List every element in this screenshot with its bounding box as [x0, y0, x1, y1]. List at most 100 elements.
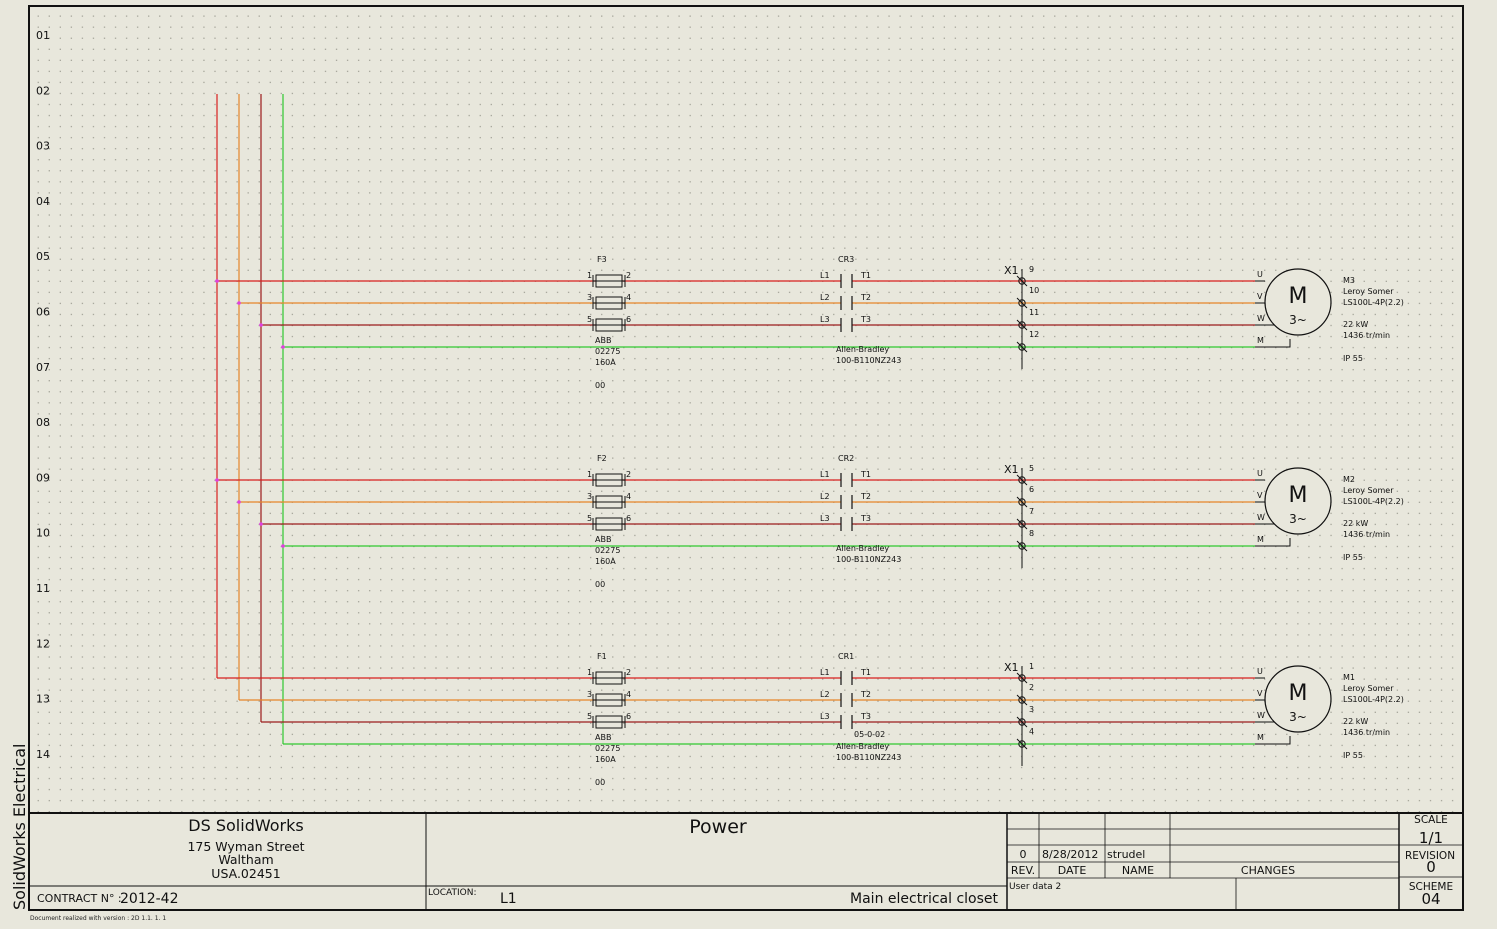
sheet-title: Power [689, 816, 747, 838]
fuse-rating: 160A [595, 358, 616, 367]
terminal-slash [1016, 297, 1028, 309]
contactor-input-label: L1 [820, 271, 830, 280]
terminal-clamp [1018, 299, 1026, 307]
contactor-output-label: T1 [860, 470, 871, 479]
fuse-maker: ABB [595, 535, 611, 544]
contactor-tag: CR2 [838, 454, 854, 463]
motor-terminal-label: W [1257, 513, 1265, 522]
fuse-rating: 160A [595, 755, 616, 764]
motor-power: 22 kW [1343, 717, 1368, 726]
contactor-note: 05-0-02 [854, 730, 885, 739]
fuse-tag: F3 [597, 255, 607, 264]
contactor-maker: Allen-Bradley [836, 544, 889, 553]
terminal-clamp [1018, 321, 1026, 329]
fuse-pin-label: 2 [626, 470, 631, 479]
contact-gap [841, 296, 852, 310]
company-name: DS SolidWorks [188, 816, 303, 835]
scheme-label: SCHEME [1409, 881, 1453, 893]
date-header: DATE [1058, 864, 1087, 877]
motor-lead [1255, 339, 1291, 348]
terminal-number: 10 [1029, 286, 1039, 295]
terminal-clamp [1018, 696, 1026, 704]
dot-grid [29, 6, 1463, 812]
row-label-04: 04 [36, 195, 50, 208]
fuse-maker: ABB [595, 336, 611, 345]
row-label-06: 06 [36, 306, 50, 319]
contactor-input-label: L1 [820, 668, 830, 677]
contactor-input-label: L2 [820, 293, 830, 302]
contactor-reference: 100-B110NZ243 [836, 753, 901, 762]
terminal-clamp [1018, 498, 1026, 506]
motor-terminal-label: U [1257, 469, 1263, 478]
motor-letter: M [1289, 483, 1308, 508]
terminal-tag: X1 [1004, 661, 1019, 674]
user-data-label: User data 2 [1009, 882, 1061, 892]
motor-letter: M [1289, 681, 1308, 706]
terminal-number: 9 [1029, 265, 1034, 274]
contact-gap [841, 473, 852, 487]
fuse-reference: 02275 [595, 347, 620, 356]
company-zip: USA.02451 [211, 866, 280, 881]
terminal-clamp [1018, 343, 1026, 351]
contactor-input-label: L3 [820, 514, 830, 523]
motor-protection: IP 55 [1343, 553, 1363, 562]
motor-protection: IP 55 [1343, 751, 1363, 760]
junction-dot [237, 500, 241, 504]
contactor-input-label: L2 [820, 492, 830, 501]
motor-lead [1255, 538, 1291, 547]
motor-terminal-label: M [1257, 733, 1264, 742]
fuse-pin-label: 6 [626, 514, 631, 523]
fuse-reference: 02275 [595, 744, 620, 753]
motor-tag: M1 [1343, 673, 1355, 682]
fuse-rating: 160A [595, 557, 616, 566]
footer-version-note: Document realized with version : 2D 1.1.… [30, 915, 167, 922]
terminal-slash [1016, 694, 1028, 706]
terminal-slash [1016, 341, 1028, 353]
motor-terminal-label: M [1257, 336, 1264, 345]
motor-maker: Leroy Somer [1343, 287, 1394, 296]
terminal-clamp [1018, 520, 1026, 528]
terminal-number: 7 [1029, 507, 1034, 516]
motor-symbol [1264, 665, 1332, 733]
contact-gap [841, 318, 852, 332]
software-brand-vertical: SolidWorks Electrical [10, 744, 29, 910]
terminal-clamp [1018, 277, 1026, 285]
terminal-slash [1016, 672, 1028, 684]
revision-row-name: strudel [1107, 848, 1145, 861]
location-label: LOCATION: [428, 888, 477, 898]
contactor-output-label: T2 [860, 690, 871, 699]
contactor-maker: Allen-Bradley [836, 345, 889, 354]
terminal-number: 3 [1029, 705, 1034, 714]
fuse-pin-label: 5 [587, 514, 592, 523]
motor-speed: 1436 tr/min [1343, 530, 1390, 539]
scale-label: SCALE [1414, 814, 1448, 826]
title-block-text: DS SolidWorks 175 Wyman Street Waltham U… [37, 814, 1455, 908]
fuse-pin-label: 6 [626, 315, 631, 324]
row-label-07: 07 [36, 361, 50, 374]
motor-maker: Leroy Somer [1343, 684, 1394, 693]
contactor-tag: CR1 [838, 652, 854, 661]
motor-lead [1255, 736, 1291, 745]
contract-label: CONTRACT N° : [37, 892, 122, 905]
contact-gap [841, 517, 852, 531]
terminal-tag: X1 [1004, 463, 1019, 476]
junction-dot [237, 301, 241, 305]
location-description: Main electrical closet [850, 891, 998, 907]
terminal-tag: X1 [1004, 264, 1019, 277]
terminal-number: 5 [1029, 464, 1034, 473]
contactor-output-label: T2 [860, 293, 871, 302]
junction-dot [259, 323, 263, 327]
fuse-pin-label: 1 [587, 470, 592, 479]
title-block [29, 812, 1463, 910]
terminal-slash [1016, 518, 1028, 530]
fuse-pin-label: 5 [587, 712, 592, 721]
junction-dot [259, 522, 263, 526]
contact-gap [841, 495, 852, 509]
terminal-slash [1016, 275, 1028, 287]
revision-row-date: 8/28/2012 [1042, 848, 1098, 861]
scale-value: 1/1 [1419, 829, 1443, 847]
junction-dot [281, 345, 285, 349]
rev-header: REV. [1011, 864, 1035, 877]
